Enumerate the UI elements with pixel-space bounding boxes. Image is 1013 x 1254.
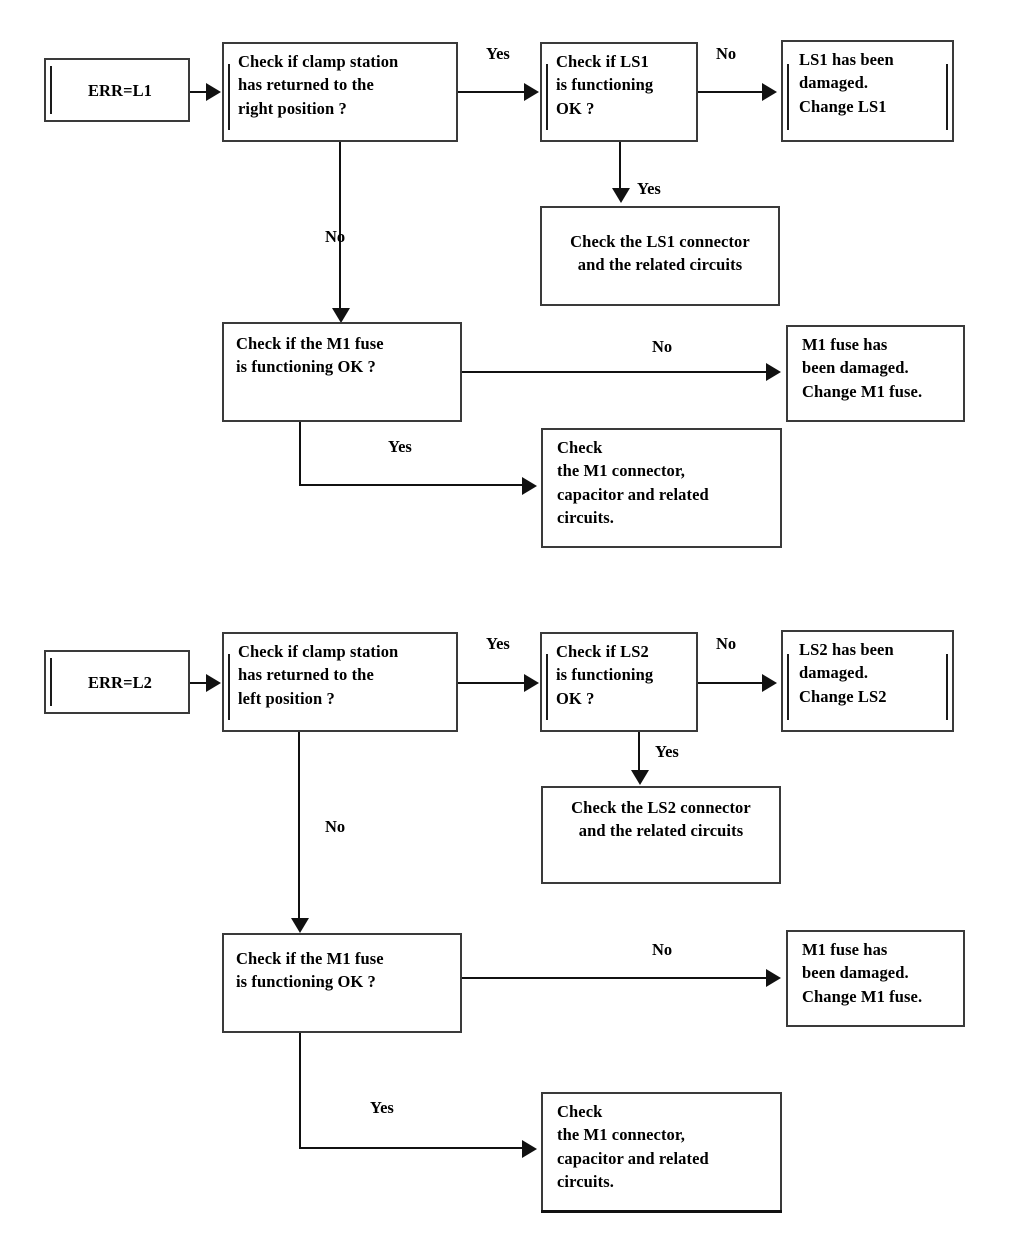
result-m1-fuse-damaged-l1[interactable]: M1 fuse has been damaged. Change M1 fuse…: [786, 325, 965, 422]
edge-label-ls1-no: No: [716, 44, 737, 63]
result-m1-connector-l2-label: Check the M1 connector, capacitor and re…: [557, 1102, 709, 1192]
edge-label-clamp-yes-l2: Yes: [486, 634, 510, 653]
box-inner-bar: [228, 64, 230, 130]
decision-clamp-position-l2-label: Check if clamp station has returned to t…: [238, 642, 399, 708]
edge-m1-fuse-no-l2: [462, 977, 770, 979]
box-inner-bar: [787, 64, 789, 130]
edge-label-m1-fuse-no-l1: No: [652, 337, 673, 356]
box-inner-bar: [546, 64, 548, 130]
edge-ls2-no: [698, 682, 766, 684]
arrowhead-ls1-yes: [612, 188, 630, 203]
start-node-err-l1-label: ERR=L1: [87, 81, 153, 100]
edge-m1-fuse-yes-down-l2: [299, 1033, 301, 1149]
edge-label-clamp-no-l1: No: [325, 227, 346, 246]
decision-ls2-functioning[interactable]: Check if LS2 is functioning OK ?: [540, 632, 698, 732]
decision-m1-fuse-l1[interactable]: Check if the M1 fuse is functioning OK ?: [222, 322, 462, 422]
edge-ls2-yes: [638, 732, 640, 776]
edge-clamp-yes-l2: [458, 682, 530, 684]
edge-label-ls2-no: No: [716, 634, 737, 653]
edge-label-clamp-no-l2: No: [325, 817, 346, 836]
result-ls2-connector[interactable]: Check the LS2 connector and the related …: [541, 786, 781, 884]
result-m1-fuse-damaged-l2[interactable]: M1 fuse has been damaged. Change M1 fuse…: [786, 930, 965, 1027]
arrowhead-start-to-clamp-l2: [206, 674, 221, 692]
decision-m1-fuse-l2-label: Check if the M1 fuse is functioning OK ?: [236, 949, 384, 992]
edge-m1-fuse-no-l1: [462, 371, 770, 373]
edge-clamp-no-l2: [298, 732, 300, 924]
decision-ls1-functioning-label: Check if LS1 is functioning OK ?: [556, 52, 654, 118]
edge-label-m1-fuse-no-l2: No: [652, 940, 673, 959]
edge-m1-fuse-yes-down-l1: [299, 422, 301, 486]
box-inner-bar-right: [946, 64, 948, 130]
start-node-err-l2[interactable]: ERR=L2: [44, 650, 190, 714]
edge-m1-fuse-yes-right-l1: [299, 484, 526, 486]
edge-m1-fuse-yes-right-l2: [299, 1147, 526, 1149]
result-ls1-damaged-label: LS1 has been damaged. Change LS1: [799, 50, 894, 116]
edge-label-m1-fuse-yes-l1: Yes: [388, 437, 412, 456]
edge-label-clamp-yes-l1: Yes: [486, 44, 510, 63]
result-m1-connector-l2-shadow: [541, 1210, 782, 1213]
result-m1-connector-l2[interactable]: Check the M1 connector, capacitor and re…: [541, 1092, 782, 1212]
result-ls1-damaged[interactable]: LS1 has been damaged. Change LS1: [781, 40, 954, 142]
edge-ls1-no: [698, 91, 766, 93]
arrowhead-m1-fuse-no-l1: [766, 363, 781, 381]
arrowhead-m1-fuse-no-l2: [766, 969, 781, 987]
decision-ls2-functioning-label: Check if LS2 is functioning OK ?: [556, 642, 654, 708]
decision-clamp-position-l2[interactable]: Check if clamp station has returned to t…: [222, 632, 458, 732]
arrowhead-ls2-yes: [631, 770, 649, 785]
box-inner-bar: [787, 654, 789, 720]
arrowhead-ls2-no: [762, 674, 777, 692]
start-node-err-l2-label: ERR=L2: [87, 673, 153, 692]
result-m1-connector-l1[interactable]: Check the M1 connector, capacitor and re…: [541, 428, 782, 548]
arrowhead-ls1-no: [762, 83, 777, 101]
box-inner-bar: [228, 654, 230, 720]
edge-label-ls1-yes: Yes: [637, 179, 661, 198]
box-inner-bar-right: [946, 654, 948, 720]
result-m1-fuse-damaged-l1-label: M1 fuse has been damaged. Change M1 fuse…: [802, 335, 923, 401]
start-node-err-l1[interactable]: ERR=L1: [44, 58, 190, 122]
result-ls2-damaged-label: LS2 has been damaged. Change LS2: [799, 640, 894, 706]
edge-clamp-no-l1: [339, 142, 341, 314]
decision-clamp-position-l1[interactable]: Check if clamp station has returned to t…: [222, 42, 458, 142]
result-ls2-damaged[interactable]: LS2 has been damaged. Change LS2: [781, 630, 954, 732]
edge-label-ls2-yes: Yes: [655, 742, 679, 761]
decision-ls1-functioning[interactable]: Check if LS1 is functioning OK ?: [540, 42, 698, 142]
decision-clamp-position-l1-label: Check if clamp station has returned to t…: [238, 52, 399, 118]
arrowhead-clamp-no-l2: [291, 918, 309, 933]
arrowhead-clamp-yes-l1: [524, 83, 539, 101]
result-ls1-connector-label: Check the LS1 connector and the related …: [570, 232, 750, 275]
arrowhead-m1-fuse-yes-l1: [522, 477, 537, 495]
box-inner-bar: [546, 654, 548, 720]
edge-clamp-yes-l1: [458, 91, 530, 93]
decision-m1-fuse-l2[interactable]: Check if the M1 fuse is functioning OK ?: [222, 933, 462, 1033]
edge-start-to-clamp-l2: [190, 682, 210, 684]
box-inner-bar: [50, 66, 52, 114]
result-ls2-connector-label: Check the LS2 connector and the related …: [571, 798, 751, 841]
arrowhead-m1-fuse-yes-l2: [522, 1140, 537, 1158]
result-m1-connector-l1-label: Check the M1 connector, capacitor and re…: [557, 438, 709, 528]
arrowhead-clamp-no-l1: [332, 308, 350, 323]
box-inner-bar: [50, 658, 52, 706]
edge-ls1-yes: [619, 142, 621, 194]
result-ls1-connector[interactable]: Check the LS1 connector and the related …: [540, 206, 780, 306]
decision-m1-fuse-l1-label: Check if the M1 fuse is functioning OK ?: [236, 334, 384, 377]
result-m1-fuse-damaged-l2-label: M1 fuse has been damaged. Change M1 fuse…: [802, 940, 923, 1006]
edge-label-m1-fuse-yes-l2: Yes: [370, 1098, 394, 1117]
arrowhead-start-to-clamp-l1: [206, 83, 221, 101]
edge-start-to-clamp-l1: [190, 91, 210, 93]
arrowhead-clamp-yes-l2: [524, 674, 539, 692]
